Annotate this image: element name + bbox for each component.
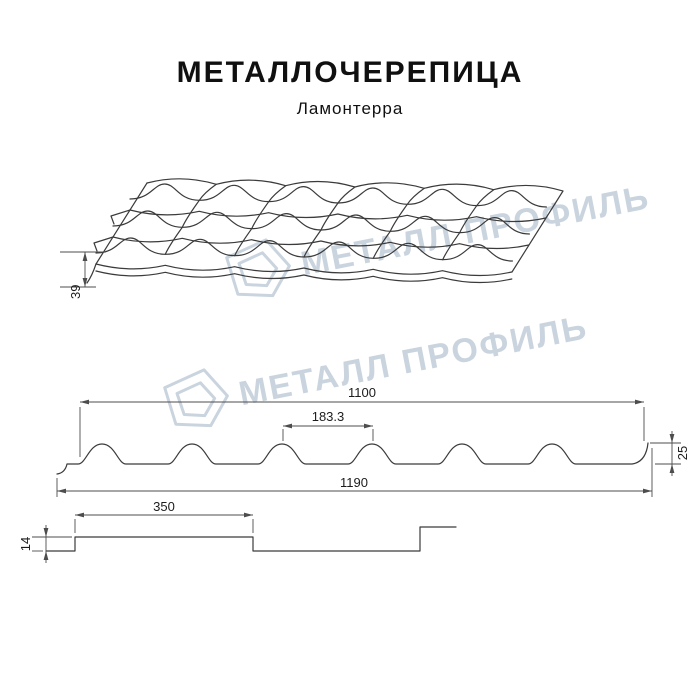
drawing-line [268, 185, 287, 203]
drawing-line [164, 226, 183, 255]
drawing-line [303, 229, 322, 258]
drawing-line [198, 183, 217, 201]
dimension-arrow [43, 551, 49, 560]
drawing-line [93, 236, 114, 252]
dimension-arrow [364, 423, 373, 429]
dim-eave-height: 39 [68, 285, 83, 299]
dimension-arrow [43, 528, 49, 537]
dim-step-height: 14 [18, 537, 33, 551]
watermark-top: МЕТАЛЛ ПРОФИЛЬ [225, 178, 653, 298]
dimension-lines [32, 251, 681, 563]
metalprofil-logo-icon-inner [175, 381, 217, 418]
drawing-line [146, 178, 564, 192]
dimension-arrow [283, 423, 292, 429]
page-subtitle: Ламонтерра [297, 99, 404, 118]
drawing-line [56, 442, 649, 475]
dim-overall-width: 1190 [340, 475, 368, 490]
watermark-text: МЕТАЛЛ ПРОФИЛЬ [298, 178, 653, 283]
dim-cover-width: 1100 [348, 385, 376, 400]
drawing-line [95, 263, 513, 277]
drawing-line [86, 263, 97, 284]
metalprofil-logo-icon-inner [237, 251, 279, 288]
dimension-arrow [244, 512, 253, 518]
drawing-line [45, 526, 457, 552]
dimension-arrow [82, 278, 88, 287]
drawing-line [389, 203, 408, 232]
drawing-line [320, 202, 339, 231]
longitudinal-section-drawing [45, 526, 457, 552]
page-title: МЕТАЛЛОЧЕРЕПИЦА [177, 56, 524, 89]
dimension-arrow [82, 252, 88, 261]
drawing-line [181, 199, 200, 228]
drawing-line [251, 201, 270, 230]
drawing-line [476, 189, 495, 207]
drawing-line [337, 186, 356, 204]
drawing-line [110, 209, 131, 225]
watermark-text: МЕТАЛЛ ПРОФИЛЬ [236, 308, 591, 413]
dimension-arrow [643, 488, 652, 494]
dim-module-length: 350 [153, 499, 175, 514]
perspective-view-drawing [86, 178, 564, 284]
dim-wave-pitch: 183.3 [312, 409, 345, 424]
cross-section-drawing [56, 442, 649, 475]
drawing-line [442, 232, 461, 261]
drawing-line [459, 205, 478, 234]
drawing-line [95, 182, 148, 265]
dimension-arrow [57, 488, 66, 494]
metalprofil-logo-icon [225, 238, 291, 298]
dimension-arrow [75, 512, 84, 518]
drawing-line [234, 228, 253, 257]
watermark-middle: МЕТАЛЛ ПРОФИЛЬ [163, 308, 591, 428]
drawing-line [406, 187, 425, 205]
drawing-line [112, 236, 530, 250]
dimension-arrow [80, 399, 89, 405]
drawing-line [129, 209, 547, 223]
dim-profile-height: 25 [675, 446, 690, 460]
dimension-arrow [635, 399, 644, 405]
drawing-line [372, 230, 391, 259]
dimension-arrow [669, 434, 675, 443]
drawing-line [95, 270, 513, 284]
dimension-arrow [669, 464, 675, 473]
metalprofil-logo-icon [163, 368, 229, 428]
drawing-line [511, 190, 564, 273]
